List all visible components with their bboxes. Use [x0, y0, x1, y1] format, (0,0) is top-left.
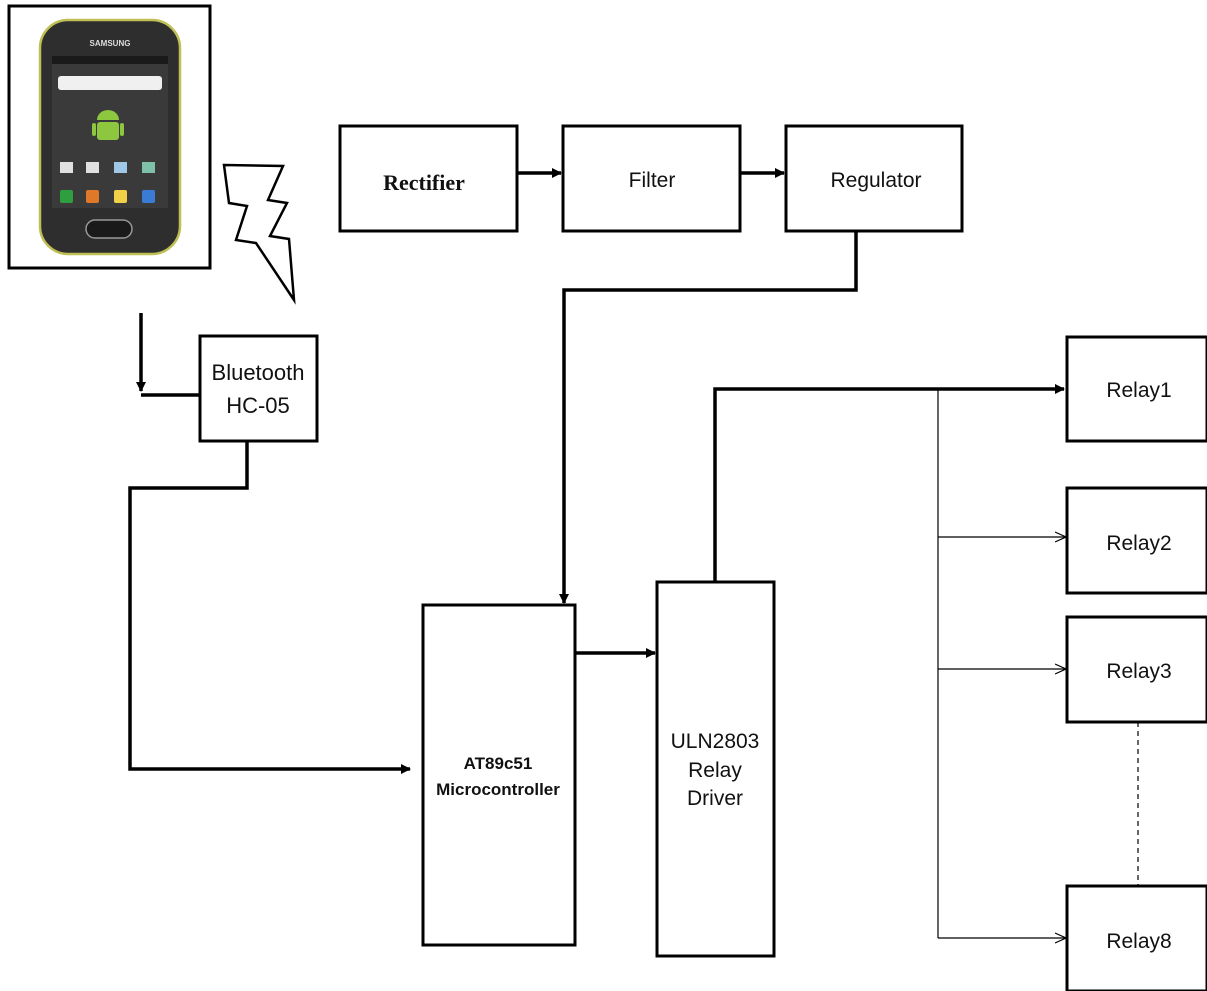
relay3-block: Relay3 [1065, 615, 1207, 724]
relay2-label: Relay2 [1106, 532, 1171, 555]
driver-to-relay1-arrow [713, 384, 1065, 582]
relay3-label: Relay3 [1106, 660, 1171, 683]
lightning-bolt-icon [222, 163, 296, 305]
bluetooth-to-mcu-arrow [128, 441, 411, 774]
regulator-to-mcu-arrow [559, 231, 858, 604]
bluetooth-label: Bluetooth [212, 360, 305, 385]
relay8-label: Relay8 [1106, 930, 1171, 953]
rectifier-block: Rectifier [338, 124, 519, 233]
relay8-block: Relay8 [1065, 884, 1207, 991]
regulator-label: Regulator [830, 169, 921, 192]
driver-label: ULN2803 [671, 730, 760, 753]
android-robot-icon [92, 110, 124, 140]
relay-driver-block: ULN2803 Relay Driver [655, 580, 776, 958]
bluetooth-model-label: HC-05 [226, 393, 290, 418]
regulator-block: Regulator [784, 124, 964, 233]
mcu-label: AT89c51 [464, 754, 533, 773]
filter-label: Filter [629, 169, 676, 192]
phone-brand: SAMSUNG [90, 39, 131, 48]
relay2-block: Relay2 [1065, 486, 1207, 595]
filter-block: Filter [561, 124, 742, 233]
microcontroller-block: AT89c51 Microcontroller [421, 603, 577, 947]
driver-label-3: Driver [687, 787, 743, 810]
relay1-label: Relay1 [1106, 379, 1171, 402]
relay1-block: Relay1 [1065, 335, 1207, 443]
rectifier-label: Rectifier [383, 170, 465, 195]
driver-label-2: Relay [688, 759, 742, 782]
bluetooth-block: Bluetooth HC-05 [198, 334, 319, 443]
mcu-label-2: Microcontroller [436, 780, 560, 799]
smartphone-icon: SAMSUNG [7, 4, 212, 270]
